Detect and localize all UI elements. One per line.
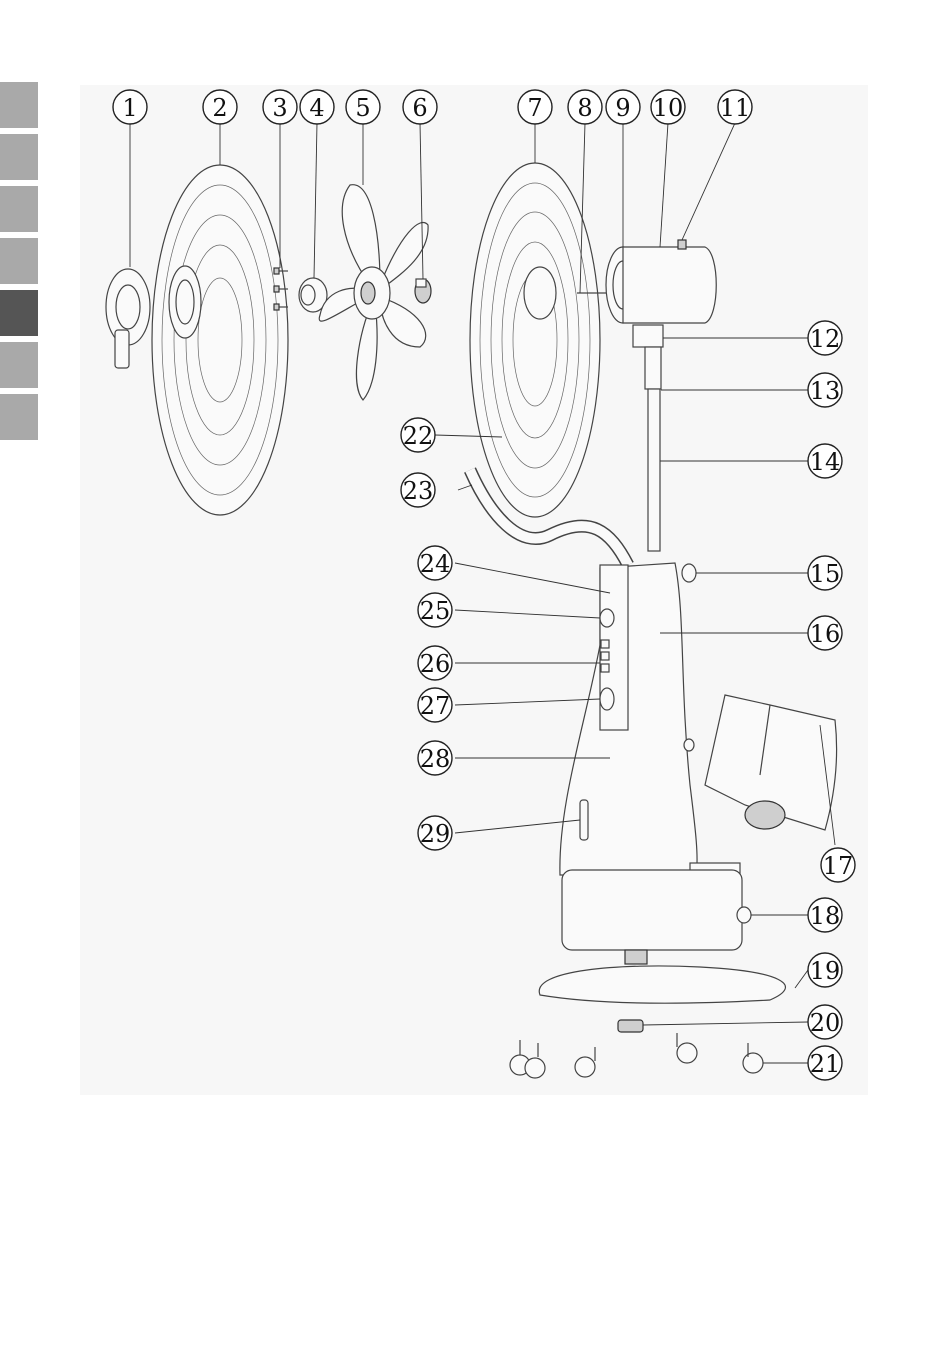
callout-18: 18 — [808, 898, 842, 932]
callout-label: 3 — [272, 94, 287, 122]
part-rear-grill — [470, 163, 600, 517]
part-blade-nut — [415, 279, 431, 303]
callout-label: 16 — [810, 620, 841, 648]
callout-11: 11 — [718, 90, 752, 124]
side-tab-1[interactable] — [0, 82, 38, 128]
callout-label: 19 — [810, 957, 841, 985]
part-knob — [682, 564, 696, 582]
callout-29: 29 — [418, 816, 452, 850]
part-castors — [510, 1033, 763, 1078]
callout-6: 6 — [403, 90, 437, 124]
callout-label: 7 — [527, 94, 542, 122]
callout-label: 2 — [212, 94, 227, 122]
callout-17: 17 — [821, 848, 855, 882]
callout-26: 26 — [418, 646, 452, 680]
callout-label: 15 — [810, 560, 841, 588]
side-tab-2[interactable] — [0, 134, 38, 180]
part-front-grill — [152, 165, 288, 515]
side-tab-7[interactable] — [0, 394, 38, 440]
part-base — [539, 870, 785, 1032]
callout-label: 23 — [403, 477, 434, 505]
callout-label: 14 — [810, 448, 841, 476]
callout-4: 4 — [300, 90, 334, 124]
callout-8: 8 — [568, 90, 602, 124]
callout-10: 10 — [651, 90, 685, 124]
callout-1: 1 — [113, 90, 147, 124]
callout-16: 16 — [808, 616, 842, 650]
callout-23: 23 — [401, 473, 435, 507]
callout-28: 28 — [418, 741, 452, 775]
callout-label: 9 — [615, 94, 630, 122]
side-tabs — [0, 82, 38, 446]
callout-label: 26 — [420, 650, 451, 678]
callout-5: 5 — [346, 90, 380, 124]
callout-label: 5 — [355, 94, 370, 122]
callout-label: 8 — [577, 94, 592, 122]
callout-21: 21 — [808, 1046, 842, 1080]
callout-14: 14 — [808, 444, 842, 478]
callout-3: 3 — [263, 90, 297, 124]
callout-19: 19 — [808, 953, 842, 987]
callout-label: 27 — [420, 692, 451, 720]
callout-label: 21 — [810, 1050, 841, 1078]
callout-label: 24 — [420, 550, 451, 578]
callout-22: 22 — [401, 418, 435, 452]
callout-label: 4 — [309, 94, 324, 122]
callout-label: 6 — [412, 94, 427, 122]
callout-2: 2 — [203, 90, 237, 124]
part-water-tank — [705, 695, 837, 830]
callout-label: 17 — [823, 852, 854, 880]
callout-27: 27 — [418, 688, 452, 722]
side-tab-6[interactable] — [0, 342, 38, 388]
exploded-diagram: 1234567891011121314151617181920212223242… — [80, 85, 868, 1095]
callout-label: 12 — [810, 325, 841, 353]
callout-label: 28 — [420, 745, 451, 773]
callout-9: 9 — [606, 90, 640, 124]
side-tab-3[interactable] — [0, 186, 38, 232]
callout-label: 1 — [122, 94, 137, 122]
part-blade — [319, 185, 428, 400]
part-tilt-joint-and-pole — [633, 325, 663, 551]
callout-7: 7 — [518, 90, 552, 124]
callout-20: 20 — [808, 1005, 842, 1039]
callout-12: 12 — [808, 321, 842, 355]
callout-label: 29 — [420, 820, 451, 848]
callout-label: 18 — [810, 902, 841, 930]
side-tab-5-active[interactable] — [0, 290, 38, 336]
callout-label: 13 — [810, 377, 841, 405]
callout-label: 11 — [720, 94, 751, 122]
callout-13: 13 — [808, 373, 842, 407]
callout-label: 20 — [810, 1009, 841, 1037]
callout-label: 10 — [653, 94, 684, 122]
part-grill-clip — [106, 269, 150, 368]
callout-24: 24 — [418, 546, 452, 580]
callout-25: 25 — [418, 593, 452, 627]
side-tab-4[interactable] — [0, 238, 38, 284]
callout-label: 22 — [403, 422, 434, 450]
callout-label: 25 — [420, 597, 451, 625]
callout-15: 15 — [808, 556, 842, 590]
